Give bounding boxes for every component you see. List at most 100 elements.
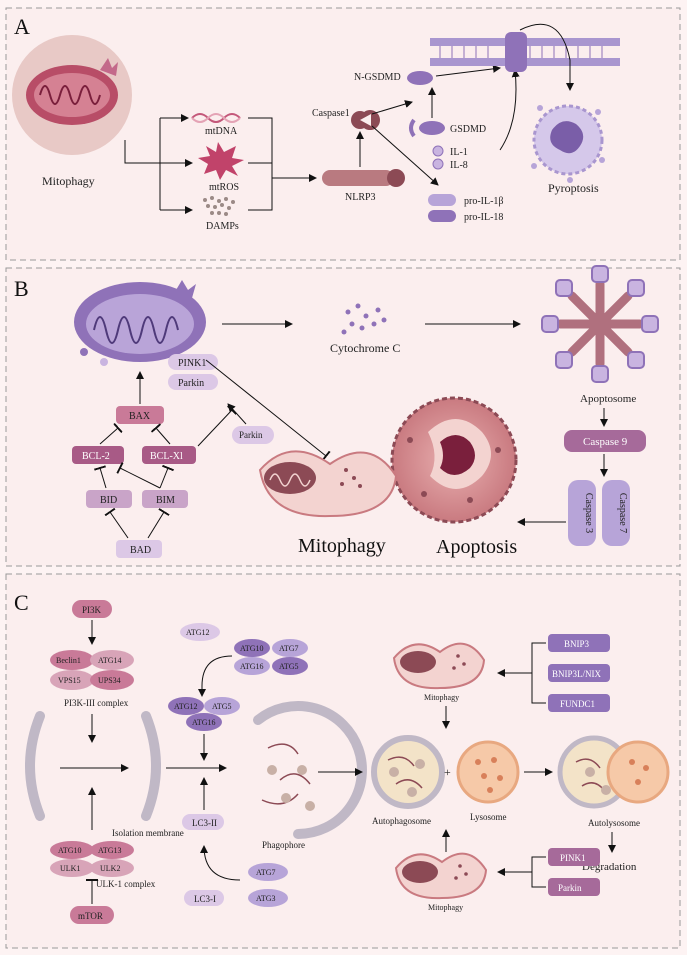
autolysosome-label: Autolysosome	[588, 818, 640, 828]
atg7-label-c1: ATG7	[279, 644, 299, 653]
bnip3-label: BNIP3	[564, 639, 590, 649]
nlrp3-label: NLRP3	[345, 192, 376, 203]
ros-star-icon	[198, 142, 244, 180]
vps15-label: VPS15	[58, 676, 81, 685]
mitophagy-bottom-label: Mitophagy	[428, 903, 463, 912]
ulk1-label: ULK1	[60, 864, 80, 873]
mtros-label: mtROS	[209, 182, 239, 193]
atg3-label: ATG3	[256, 894, 276, 903]
phagophore-label: Phagophore	[262, 840, 305, 850]
apoptotic-cell-icon	[390, 396, 518, 524]
inhibit-bclxl-parkin	[197, 405, 238, 447]
inhibit-bim-bclxl	[159, 464, 174, 489]
il8-icon	[432, 158, 444, 170]
cell-membrane-icon	[430, 32, 620, 72]
atg7-ellipse-c2	[248, 863, 288, 881]
inhibit-bid-bcl2	[93, 465, 107, 489]
inhibit-bcl2-bax	[99, 422, 123, 445]
cytochrome-dots-icon	[341, 303, 387, 335]
pink1-box-c	[548, 848, 600, 866]
caspase9-box	[564, 430, 646, 452]
phagophore-icon	[253, 701, 367, 839]
arrow-membrane-pyroptosis	[519, 23, 574, 91]
atg-conjugation-icon	[234, 639, 308, 675]
ulk2-label: ULK2	[100, 864, 120, 873]
dna-icon	[191, 113, 241, 123]
cytochrome-label: Cytochrome C	[330, 341, 400, 355]
atg16-label-c2: ATG16	[192, 718, 216, 727]
inhibit-bad-bid	[104, 507, 129, 539]
arrow-parkin-pink	[227, 403, 247, 425]
mtor-box	[70, 906, 114, 924]
lysosome-icon	[456, 740, 520, 804]
bclxl-label: BCL-Xl	[150, 451, 183, 462]
isolation-membrane-icon	[141, 711, 161, 821]
parkin-box-c	[548, 878, 600, 896]
bcl2-box	[72, 446, 124, 464]
atg3-ellipse	[248, 889, 288, 907]
parkin-box-b	[168, 374, 218, 390]
mtdna-label: mtDNA	[205, 126, 238, 137]
pi3k-complex-icon	[50, 650, 134, 690]
caspase1-label: Caspase1	[312, 108, 350, 119]
beclin1-label: Beclin1	[56, 656, 81, 665]
lc3ii-box	[182, 814, 224, 830]
inhibit-bclxl-bax	[150, 423, 171, 445]
atg7-label-c2: ATG7	[256, 868, 276, 877]
bnip3l-box	[548, 664, 610, 682]
arrow-caspase1-proil	[371, 125, 439, 186]
mitophagy-label-a: Mitophagy	[42, 174, 95, 188]
pyroptosis-label: Pyroptosis	[548, 181, 599, 195]
pi3k-box	[72, 600, 112, 618]
il1-label: IL-1	[450, 147, 468, 158]
autophagosome-label: Autophagosome	[372, 816, 431, 826]
arrow-il-membrane	[499, 69, 520, 151]
bad-label: BAD	[130, 545, 151, 556]
ngsdmd-icon	[407, 71, 433, 85]
bim-label: BIM	[156, 495, 175, 506]
caspase7-box	[602, 480, 630, 546]
mitophagy-mitochondrion-icon	[12, 35, 132, 155]
pink1-label-c: PINK1	[560, 853, 586, 863]
caspase1-notch	[360, 114, 371, 126]
lc3ii-label: LC3-II	[192, 818, 217, 828]
mitophagy-vesicle-b-icon	[258, 450, 398, 518]
fundc1-label: FUNDC1	[560, 699, 595, 709]
atg5-label-c1: ATG5	[279, 662, 299, 671]
caspase9-label: Caspase 9	[583, 436, 628, 448]
panel-c-letter: C	[14, 590, 29, 615]
atg12-label-c2: ATG12	[174, 702, 198, 711]
lc3i-box	[184, 890, 224, 906]
autolysosome-icon	[557, 735, 670, 809]
atg12-label: ATG12	[186, 628, 210, 637]
autophagosome-icon	[371, 735, 445, 809]
mitophagy-top-vesicle-icon	[392, 642, 486, 690]
atg10-label-c1: ATG10	[58, 846, 82, 855]
caspase7-label: Caspase 7	[617, 493, 628, 533]
inhibit-bad-bim	[147, 508, 170, 539]
bnip3l-label: BNIP3L/NIX	[552, 669, 601, 679]
bnip3-box	[548, 634, 610, 652]
ulk-complex-icon	[50, 841, 134, 877]
apoptosome-caps	[541, 265, 659, 383]
atg16-label-c1: ATG16	[240, 662, 264, 671]
inhibit-pink1-mitophagy	[205, 359, 331, 462]
atg5-label-c2: ATG5	[212, 702, 232, 711]
mitochondrion-b-icon	[74, 280, 206, 366]
isolation-label: Isolation membrane	[112, 828, 184, 838]
ngsdmd-label: N-GSDMD	[354, 72, 401, 83]
arrow-ngsdmd-membrane	[435, 64, 501, 77]
gsdmd-icon	[409, 118, 445, 138]
vps34-label: UPS34	[98, 676, 121, 685]
ulk-complex-label: ULK-1 complex	[96, 879, 156, 889]
il8-label: IL-8	[450, 160, 468, 171]
atg12-5-16-icon	[168, 697, 240, 731]
apoptosome-label: Apoptosome	[580, 393, 636, 405]
caspase3-label: Caspase 3	[583, 493, 594, 533]
branch-line	[124, 140, 160, 164]
lysosome-label: Lysosome	[470, 812, 507, 822]
pi3k-complex-label: PI3K-III complex	[64, 698, 129, 708]
bax-box	[116, 406, 164, 424]
damps-label: DAMPs	[206, 221, 239, 232]
bad-box	[116, 540, 162, 558]
